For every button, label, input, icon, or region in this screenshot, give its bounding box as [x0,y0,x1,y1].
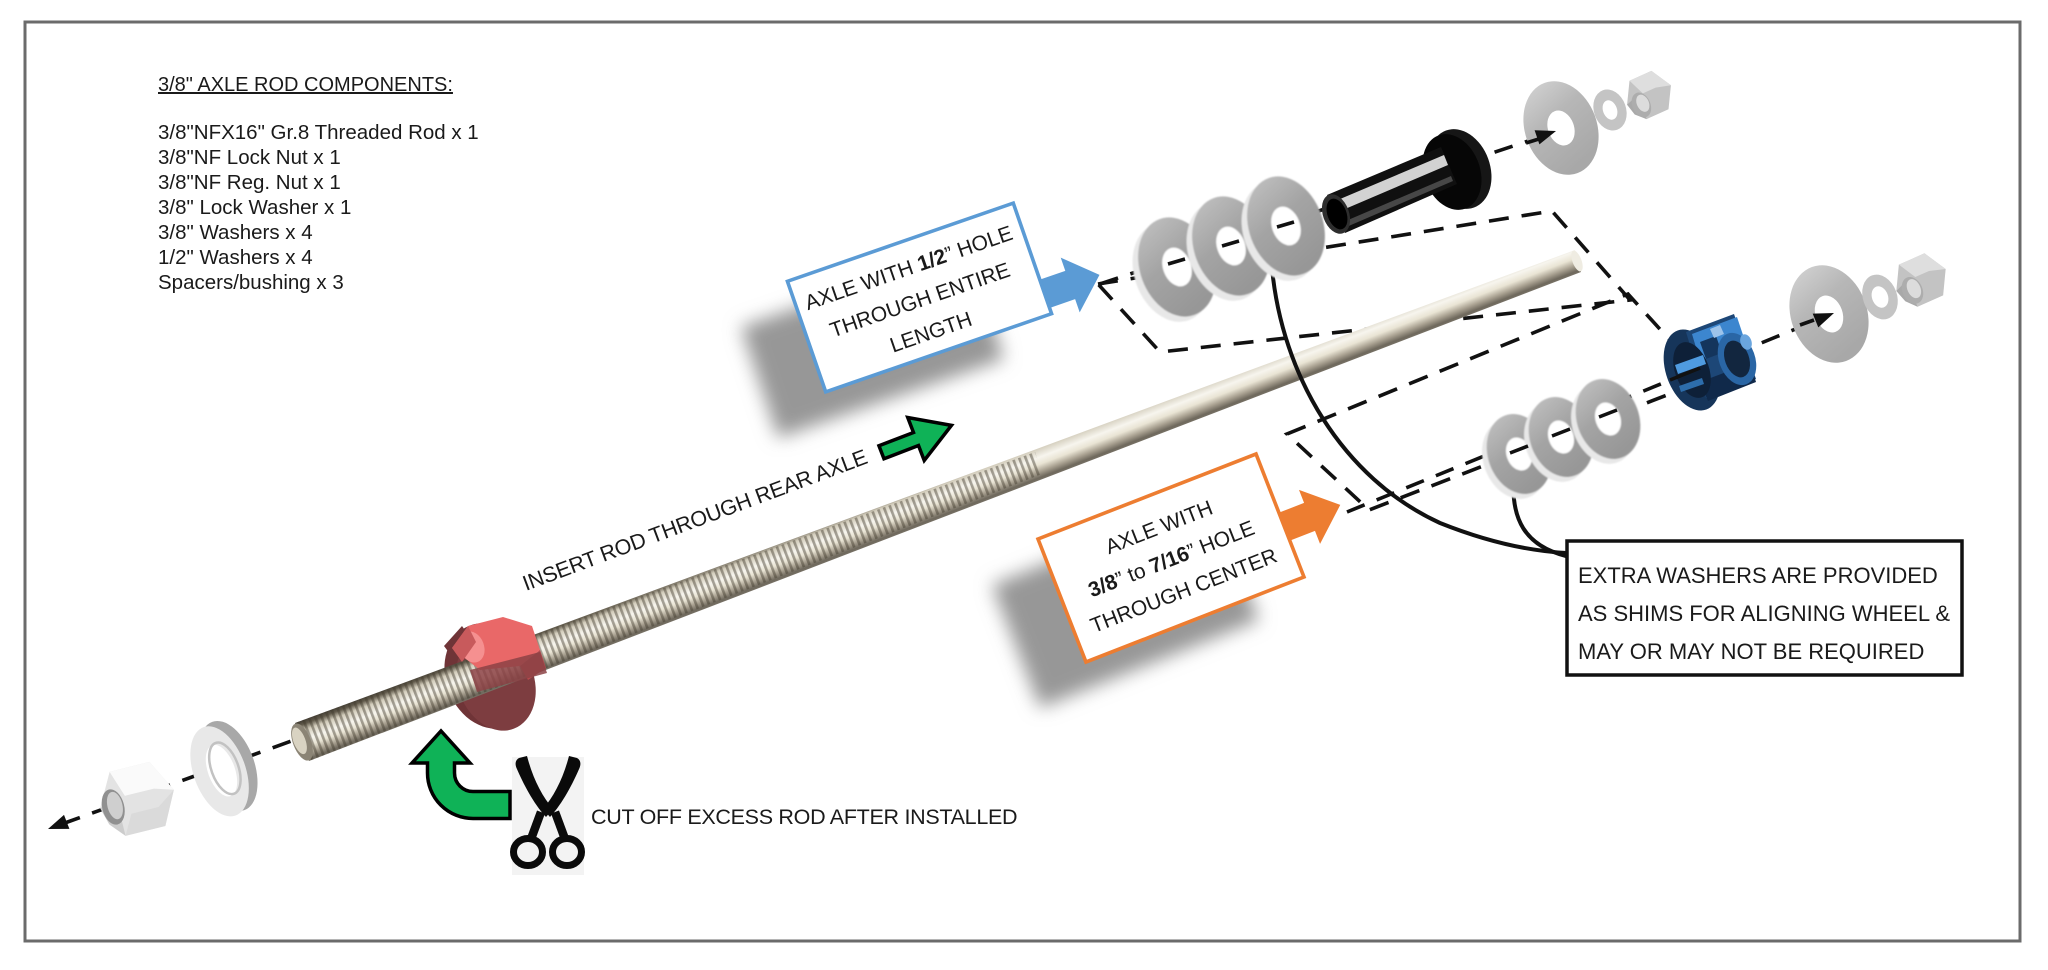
svg-text:3/8" Lock Washer x 1: 3/8" Lock Washer x 1 [158,196,351,219]
svg-text:3/8"NFX16" Gr.8 Threaded Rod x: 3/8"NFX16" Gr.8 Threaded Rod x 1 [158,121,479,144]
svg-text:AS SHIMS FOR ALIGNING WHEEL &: AS SHIMS FOR ALIGNING WHEEL & [1578,601,1950,626]
svg-text:3/8"NF Reg. Nut x 1: 3/8"NF Reg. Nut x 1 [158,171,341,194]
svg-text:MAY OR MAY NOT BE REQUIRED: MAY OR MAY NOT BE REQUIRED [1578,639,1924,664]
svg-text:3/8"NF Lock Nut x 1: 3/8"NF Lock Nut x 1 [158,146,341,169]
svg-text:Spacers/bushing x 3: Spacers/bushing x 3 [158,271,344,294]
svg-text:EXTRA WASHERS ARE PROVIDED: EXTRA WASHERS ARE PROVIDED [1578,563,1938,588]
svg-text:CUT OFF EXCESS ROD AFTER INSTA: CUT OFF EXCESS ROD AFTER INSTALLED [591,805,1017,829]
svg-text:1/2" Washers x 4: 1/2" Washers x 4 [158,246,313,269]
svg-text:3/8" Washers x 4: 3/8" Washers x 4 [158,221,313,244]
svg-text:3/8" AXLE ROD COMPONENTS:: 3/8" AXLE ROD COMPONENTS: [158,74,453,96]
